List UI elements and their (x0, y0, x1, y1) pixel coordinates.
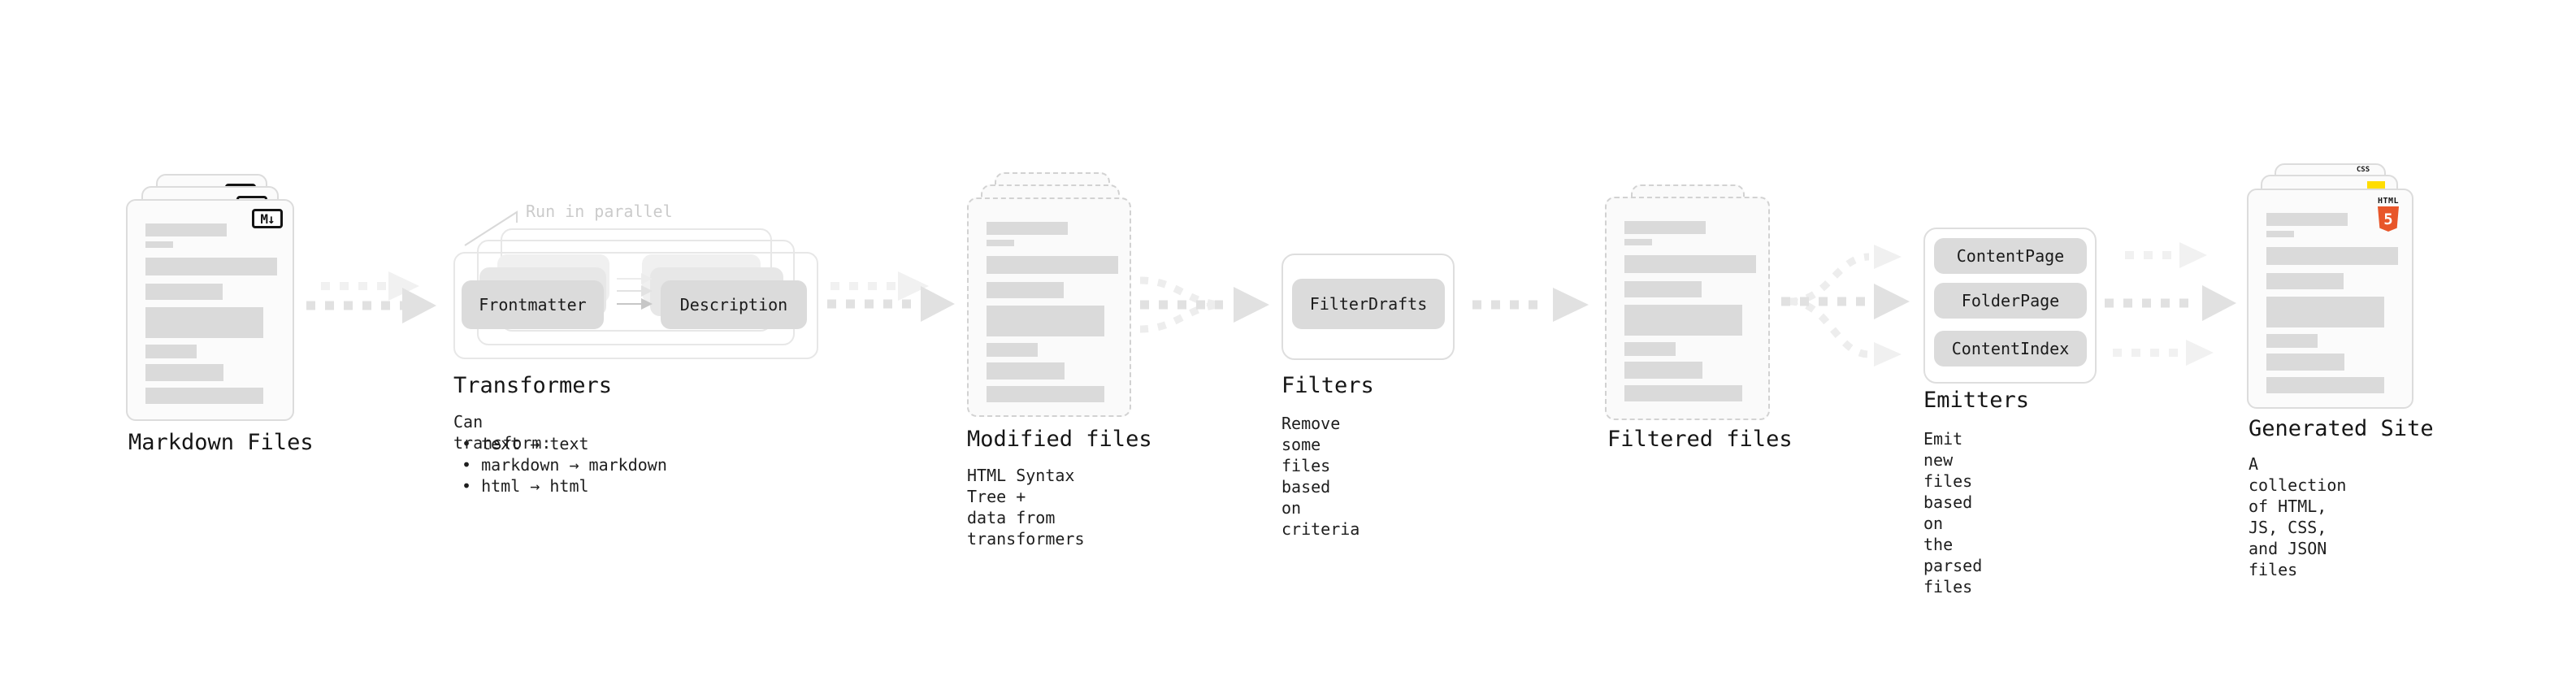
skeleton-bar (987, 240, 1014, 246)
filtered-files-label: Filtered files (1607, 427, 1793, 452)
emitters-caption: Emit new files based on the parsed files (1923, 429, 1983, 596)
contentindex-pill: ContentIndex (1934, 331, 2087, 367)
bullet-item: • markdown → markdown (462, 455, 667, 475)
file-skeleton (1607, 198, 1768, 401)
skeleton-bar (987, 256, 1118, 274)
transformers-label: Transformers (453, 373, 613, 398)
arrow-filters-to-filtered (1472, 288, 1589, 322)
skeleton-bar (1624, 362, 1702, 379)
skeleton-bar (145, 388, 263, 404)
site-file-html: HTML 5 (2247, 189, 2413, 409)
skeleton-bar (987, 343, 1038, 357)
skeleton-bar (1624, 239, 1652, 245)
skeleton-bar (145, 241, 173, 248)
skeleton-bar (987, 386, 1104, 402)
file-skeleton (969, 199, 1130, 402)
filterdrafts-pill: FilterDrafts (1292, 279, 1445, 329)
skeleton-bar (987, 222, 1068, 235)
folderpage-pill: FolderPage (1934, 283, 2087, 319)
transformers-bullet-list: • text → text • markdown → markdown • ht… (462, 433, 667, 497)
emitters-label: Emitters (1923, 388, 2030, 413)
generated-site-caption: A collection of HTML, JS, CSS, and JSON … (2249, 454, 2347, 579)
markdown-file-front: M↓ (126, 199, 294, 421)
markdown-files-label: Markdown Files (128, 430, 314, 455)
skeleton-bar (1624, 385, 1742, 401)
transformers-caption-title: Can transform: (453, 412, 552, 453)
filtered-file-front (1605, 197, 1770, 420)
skeleton-bar (987, 362, 1065, 380)
frontmatter-pill: Frontmatter (462, 280, 604, 329)
html5-icon-word: HTML (2377, 197, 2400, 206)
file-skeleton (2249, 190, 2412, 393)
pill-to-pill-arrows (617, 273, 653, 310)
arrow-markdown-to-transformers (306, 271, 436, 323)
skeleton-bar (2266, 247, 2398, 265)
bullet-item: • html → html (462, 476, 589, 496)
skeleton-bar (2266, 273, 2344, 289)
html5-icon-shield: 5 (2378, 206, 2399, 232)
arrow-transformers-to-modified (827, 271, 955, 322)
transformer-box-front (453, 252, 818, 359)
css-icon-word: CSS (2356, 166, 2370, 174)
modified-files-caption: HTML Syntax Tree + data from transformer… (967, 466, 1085, 549)
html5-icon-number: 5 (2383, 210, 2393, 228)
skeleton-bar (2266, 334, 2318, 348)
contentpage-pill: ContentPage (1934, 238, 2087, 274)
skeleton-bar (1624, 305, 1742, 336)
skeleton-bar (145, 345, 197, 358)
skeleton-bar (1624, 342, 1676, 356)
skeleton-bar (145, 258, 277, 275)
description-pill: Description (661, 280, 807, 329)
skeleton-bar (1624, 221, 1706, 234)
modified-files-label: Modified files (967, 427, 1152, 452)
skeleton-bar (1624, 255, 1756, 273)
skeleton-bar (145, 307, 263, 338)
generated-site-label: Generated Site (2249, 416, 2434, 441)
skeleton-bar (987, 282, 1064, 298)
skeleton-bar (2266, 213, 2348, 226)
skeleton-bar (987, 306, 1104, 336)
skeleton-bar (2266, 231, 2294, 237)
html5-icon: HTML 5 (2376, 197, 2400, 232)
modified-file-front (967, 197, 1131, 417)
skeleton-bar (145, 223, 227, 236)
run-in-parallel-leader-line (464, 210, 518, 246)
arrow-modified-to-filters (1139, 276, 1269, 333)
bullet-item: • text → text (462, 434, 589, 453)
skeleton-bar (145, 284, 223, 300)
skeleton-bar (145, 364, 223, 381)
arrow-emitters-to-site (2105, 242, 2236, 366)
skeleton-bar (2266, 297, 2384, 327)
arrow-filtered-to-emitters (1781, 245, 1910, 367)
markdown-icon: M↓ (252, 209, 283, 228)
skeleton-bar (1624, 281, 1702, 297)
run-in-parallel-annotation: Run in parallel (526, 202, 673, 221)
filters-caption: Remove some files based on criteria (1281, 414, 1360, 539)
filters-label: Filters (1281, 373, 1374, 398)
skeleton-bar (2266, 354, 2344, 371)
skeleton-bar (2266, 377, 2384, 393)
file-skeleton (128, 201, 293, 404)
